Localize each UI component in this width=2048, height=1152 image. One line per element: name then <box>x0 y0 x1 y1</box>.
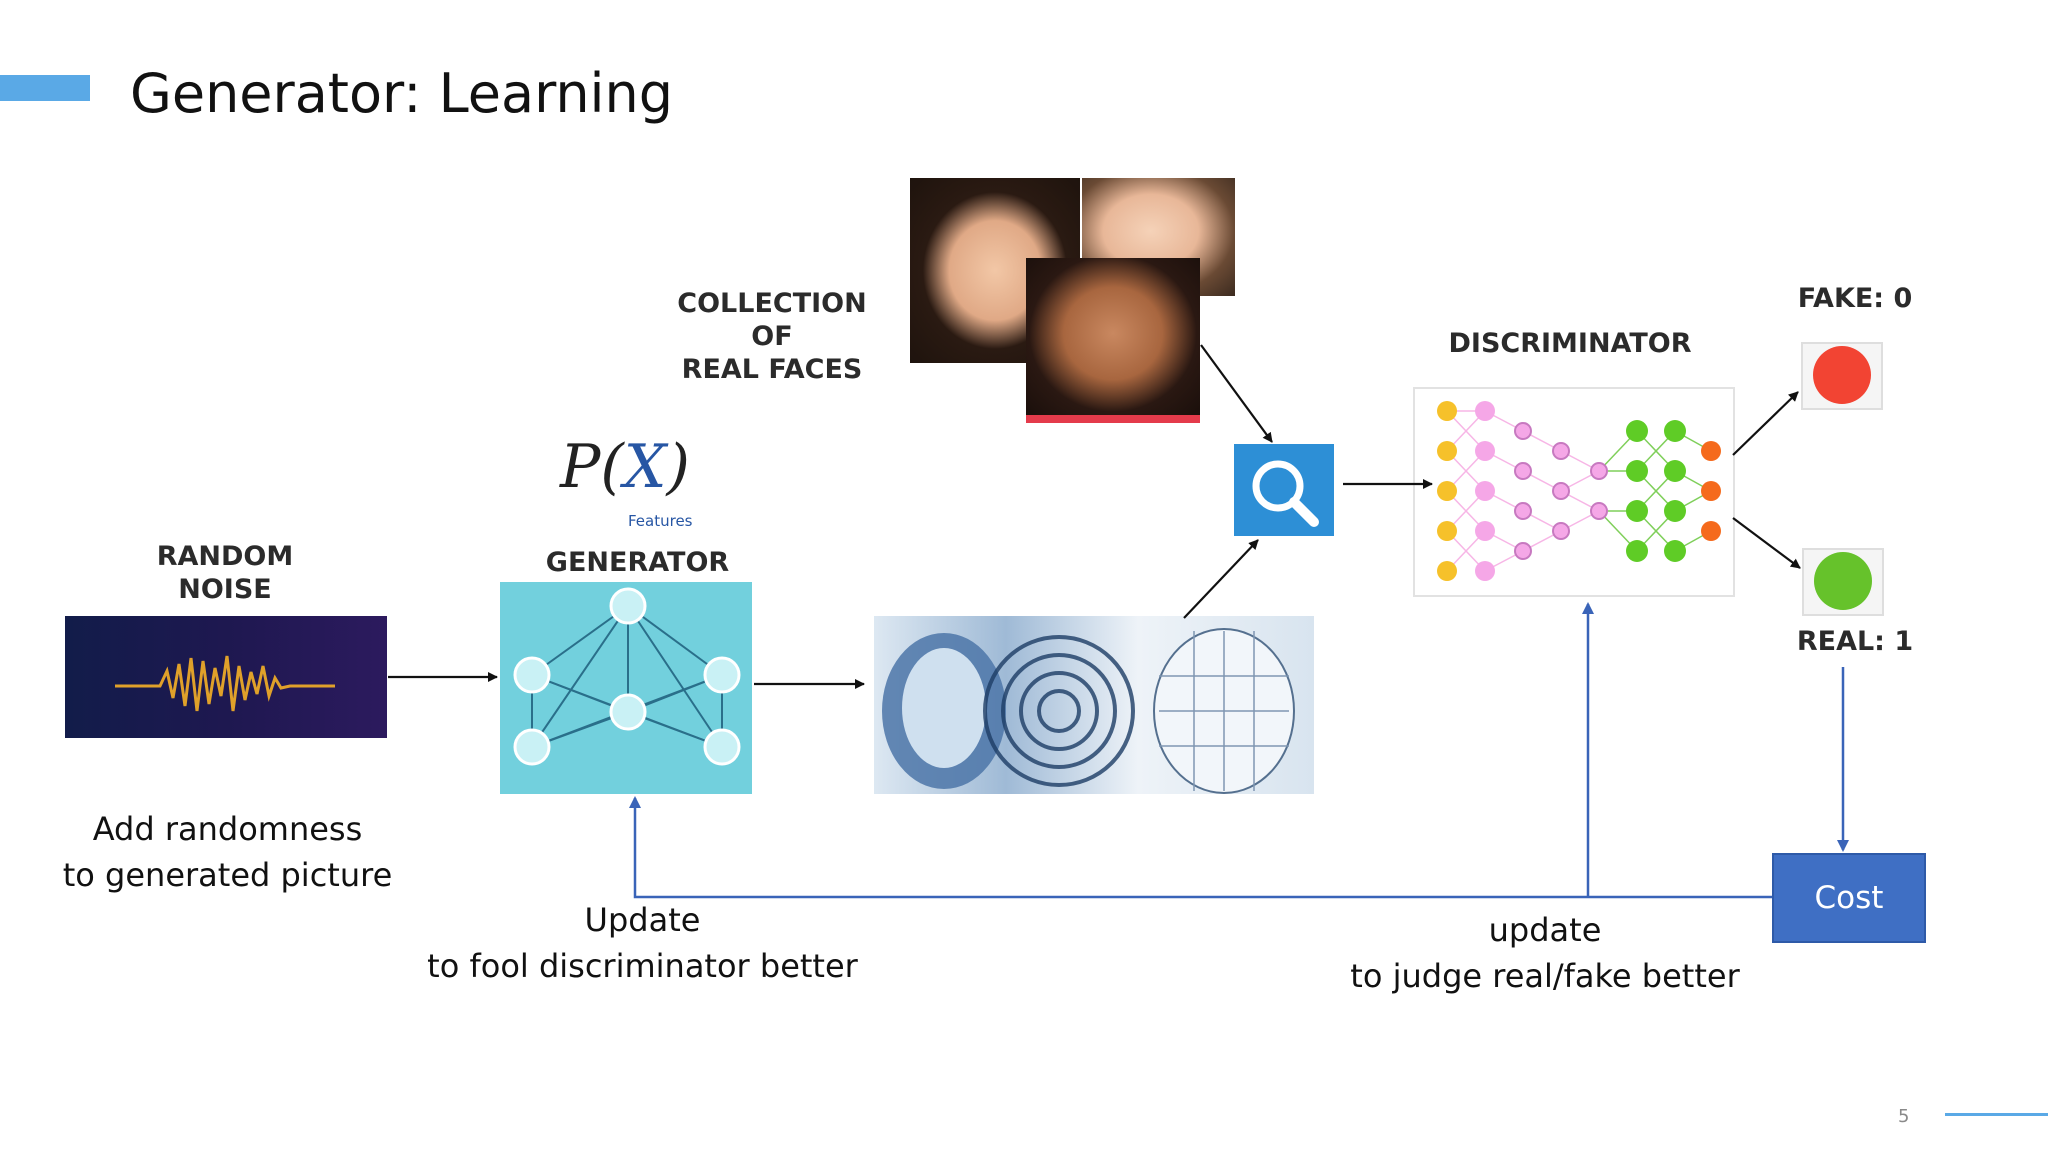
generator-update-caption-line1: Update <box>584 901 701 939</box>
fake-output <box>1801 342 1883 410</box>
real-face-photo <box>1026 258 1200 423</box>
px-formula: P(X) <box>560 432 690 502</box>
noise-caption: Add randomness to generated picture <box>40 806 415 898</box>
real-faces-label-line2: REAL FACES <box>681 354 863 385</box>
noise-caption-line1: Add randomness <box>92 810 363 848</box>
noise-caption-line2: to generated picture <box>62 856 393 894</box>
discriminator-update-caption-line1: update <box>1488 911 1602 949</box>
generated-faces-image <box>874 616 1314 794</box>
generator-label: GENERATOR <box>545 547 730 578</box>
discriminator-update-caption: update to judge real/fake better <box>1325 907 1765 999</box>
cost-to-generator-feedback <box>629 796 1772 899</box>
accent-bar <box>0 75 90 101</box>
neural-network-icon <box>513 587 741 766</box>
generator-update-caption-line2: to fool discriminator better <box>427 947 858 985</box>
discriminator-label: DISCRIMINATOR <box>1448 328 1692 359</box>
px-x: X <box>623 432 667 502</box>
random-noise-label-line1: RANDOM <box>156 541 294 572</box>
generated-faces-icon <box>882 628 1295 794</box>
search-icon <box>1252 460 1319 527</box>
real-output <box>1802 548 1884 616</box>
generator-update-caption: Update to fool discriminator better <box>420 897 865 989</box>
random-noise-label-line2: NOISE <box>178 574 272 605</box>
real-faces-label: COLLECTION OF REAL FACES <box>652 287 892 386</box>
generated-to-discriminator-arrow <box>1183 539 1259 619</box>
px-open-paren: ( <box>600 432 624 502</box>
discriminator-network <box>1413 387 1735 597</box>
footer-line <box>1945 1113 2048 1116</box>
real-dot-icon <box>1814 552 1872 610</box>
page-number: 5 <box>1898 1106 1910 1127</box>
cost-box: Cost <box>1772 853 1926 943</box>
real-to-discriminator-arrow <box>1200 344 1273 443</box>
features-label: Features <box>628 512 693 530</box>
discriminator-update-caption-line2: to judge real/fake better <box>1350 957 1740 995</box>
px-close-paren: ) <box>666 432 690 502</box>
generator-network <box>500 582 752 794</box>
slide-title: Generator: Learning <box>130 62 674 125</box>
fake-label: FAKE: 0 <box>1797 283 1913 314</box>
real-faces-collage <box>910 178 1235 423</box>
to-fake-arrow <box>1732 391 1799 456</box>
discriminator-input <box>1234 444 1334 536</box>
to-real-arrow <box>1732 517 1801 569</box>
real-label: REAL: 1 <box>1796 626 1914 657</box>
random-noise-label: RANDOM NOISE <box>140 540 310 606</box>
px-p: P <box>560 432 601 502</box>
random-noise-image <box>65 616 387 738</box>
real-faces-label-line1: COLLECTION OF <box>677 288 867 352</box>
deep-network-icon <box>1437 401 1721 581</box>
fake-dot-icon <box>1813 346 1871 404</box>
noise-wave-icon <box>115 655 335 712</box>
